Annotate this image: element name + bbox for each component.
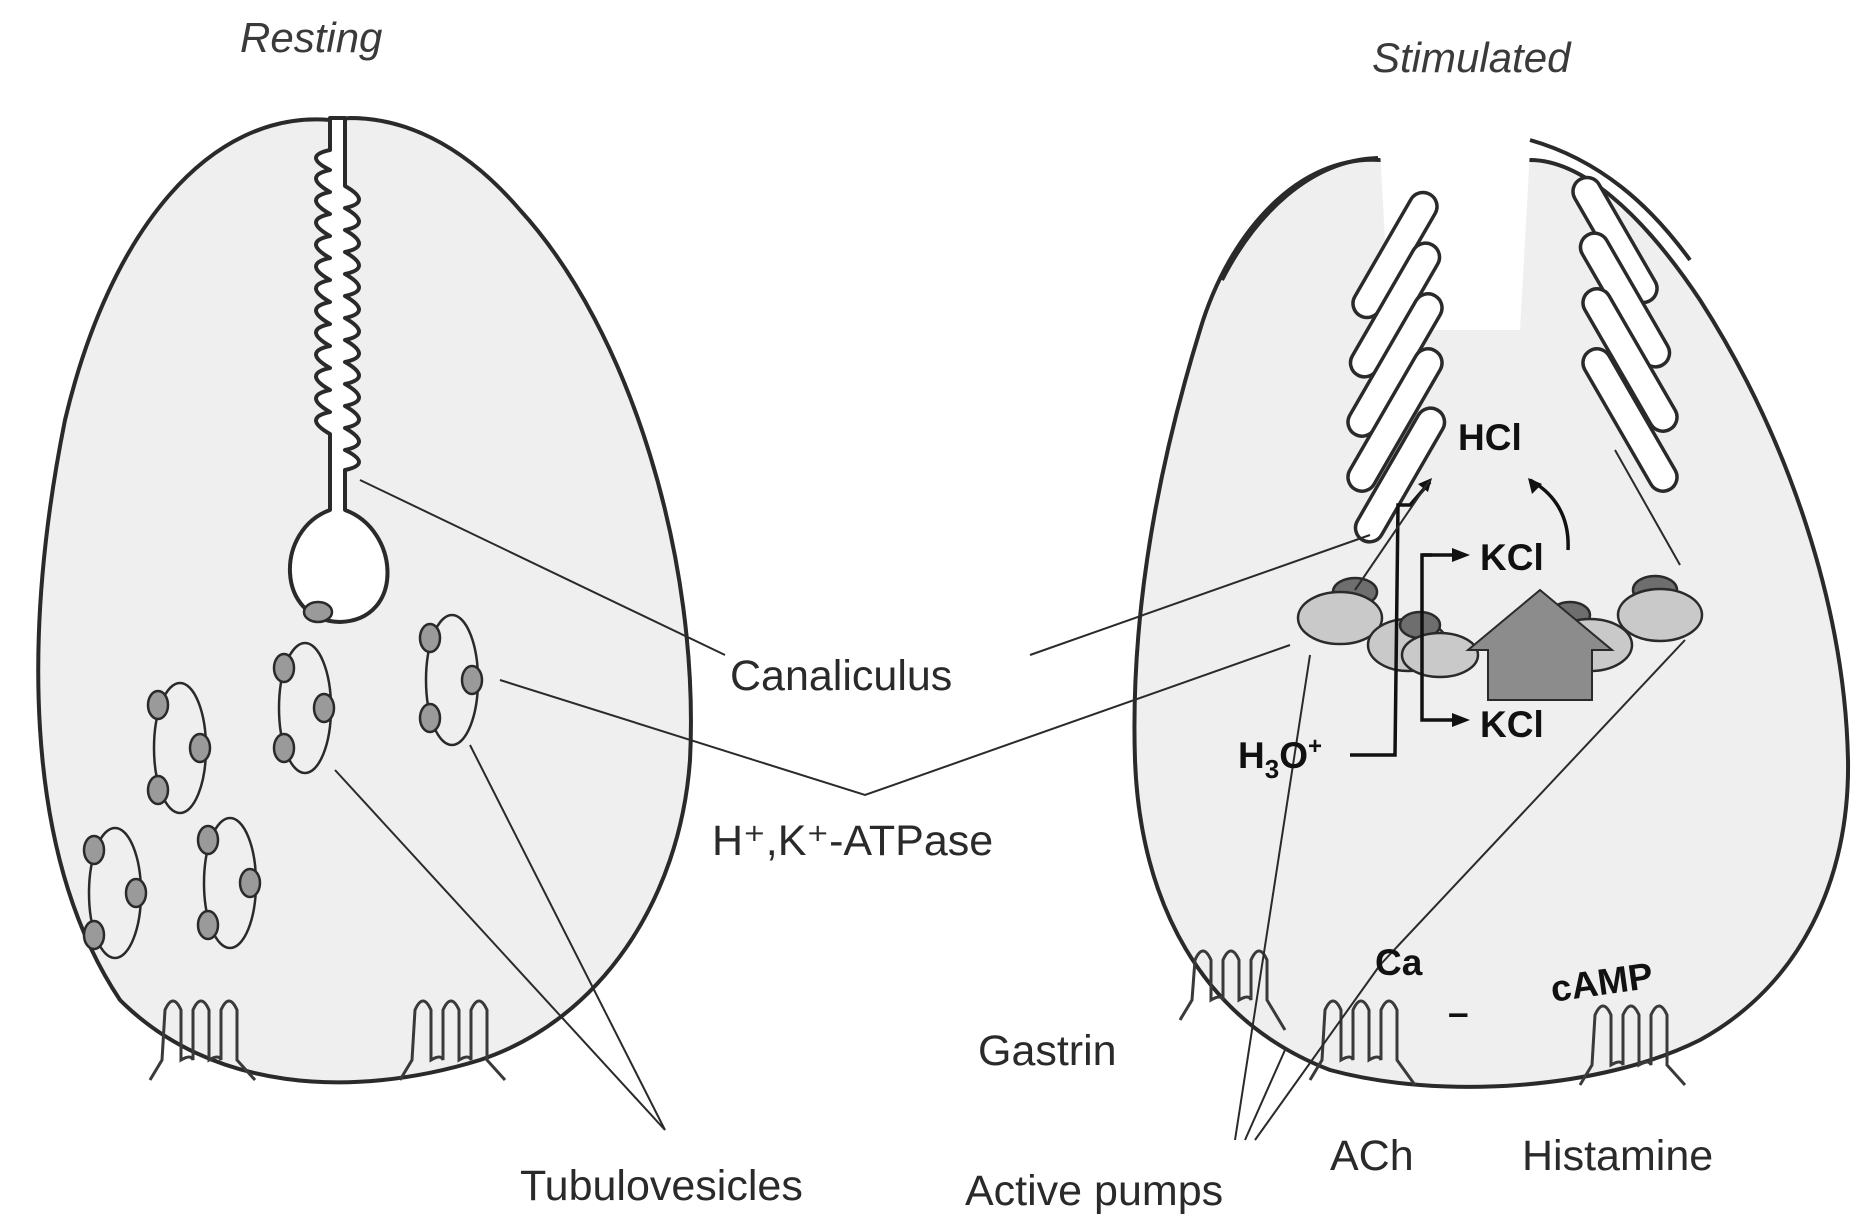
stimulated-cell xyxy=(1134,140,1848,1087)
canaliculus-label: Canaliculus xyxy=(730,652,952,700)
minus-label: – xyxy=(1448,992,1469,1033)
tubulovesicles-label: Tubulovesicles xyxy=(520,1162,803,1210)
atpase-label: H⁺,K⁺-ATPase xyxy=(712,817,993,865)
stimulated-title: Stimulated xyxy=(1372,34,1572,81)
resting-title: Resting xyxy=(240,14,382,61)
gastrin-label: Gastrin xyxy=(978,1027,1117,1075)
active-pumps-label: Active pumps xyxy=(965,1167,1223,1215)
kcl-bottom-label: KCl xyxy=(1480,704,1544,745)
canaliculus-pump xyxy=(304,602,332,622)
hcl-label: HCl xyxy=(1458,417,1522,458)
resting-cell xyxy=(38,118,691,1082)
ca-label: Ca xyxy=(1375,942,1423,983)
kcl-top-label: KCl xyxy=(1480,537,1544,578)
histamine-label: Histamine xyxy=(1522,1132,1713,1180)
ach-label: ACh xyxy=(1330,1132,1414,1180)
